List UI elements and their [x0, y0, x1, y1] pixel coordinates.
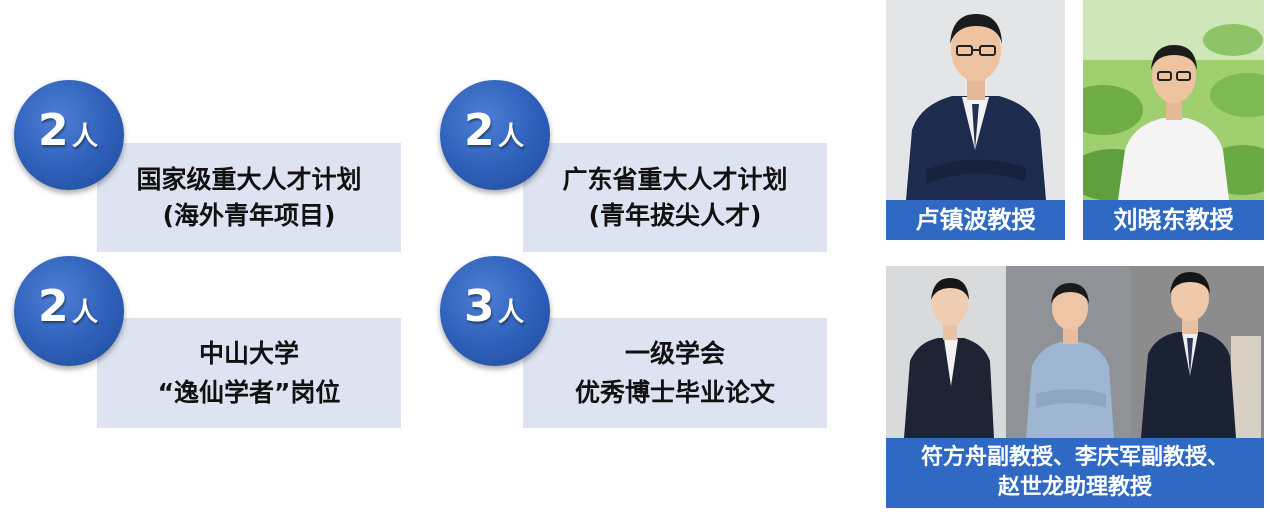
- achievement-card-2: 广东省重大人才计划 (青年拔尖人才): [523, 143, 827, 252]
- associate-professors-photo: [886, 266, 1264, 438]
- achievement-2-count: 2: [464, 105, 495, 156]
- associate-professors-caption: 符方舟副教授、李庆军副教授、 赵世龙助理教授: [886, 438, 1264, 508]
- achievement-4-count: 3: [464, 281, 495, 332]
- achievement-4-line2: 优秀博士毕业论文: [574, 378, 775, 407]
- portrait-illustration: [1083, 0, 1264, 200]
- group-portrait-illustration: [886, 266, 1264, 438]
- professor-liu-photo: [1083, 0, 1264, 200]
- achievement-4-unit: 人: [498, 298, 525, 328]
- achievement-1-unit: 人: [72, 122, 99, 152]
- achievement-2-line2: (青年拔尖人才): [588, 201, 762, 230]
- achievement-3-count-badge: 2 人: [14, 256, 124, 366]
- professor-lu-caption: 卢镇波教授: [886, 200, 1065, 240]
- achievement-2-count-badge: 2 人: [440, 80, 550, 190]
- portrait-illustration: [886, 0, 1065, 200]
- professor-liu-caption: 刘晓东教授: [1083, 200, 1264, 240]
- achievement-2-line1: 广东省重大人才计划: [562, 165, 788, 194]
- achievement-2-unit: 人: [498, 122, 525, 152]
- achievement-1-line1: 国家级重大人才计划: [136, 165, 362, 194]
- achievement-card-4: 一级学会 优秀博士毕业论文: [523, 318, 827, 428]
- achievement-3-line1: 中山大学: [198, 339, 299, 368]
- achievement-1-line2: (海外青年项目): [162, 201, 336, 230]
- achievement-4-line1: 一级学会: [624, 339, 725, 368]
- achievement-3-unit: 人: [72, 298, 99, 328]
- associate-professors-caption-line1: 符方舟副教授、李庆军副教授、: [920, 445, 1229, 470]
- achievement-3-line2: “逸仙学者”岗位: [157, 378, 341, 407]
- achievement-1-count: 2: [38, 105, 69, 156]
- achievement-4-count-badge: 3 人: [440, 256, 550, 366]
- achievement-3-count: 2: [38, 281, 69, 332]
- achievement-1-count-badge: 2 人: [14, 80, 124, 190]
- achievement-card-3: 中山大学 “逸仙学者”岗位: [97, 318, 401, 428]
- professor-lu-photo: [886, 0, 1065, 200]
- achievement-card-1: 国家级重大人才计划 (海外青年项目): [97, 143, 401, 252]
- associate-professors-caption-line2: 赵世龙助理教授: [997, 475, 1152, 500]
